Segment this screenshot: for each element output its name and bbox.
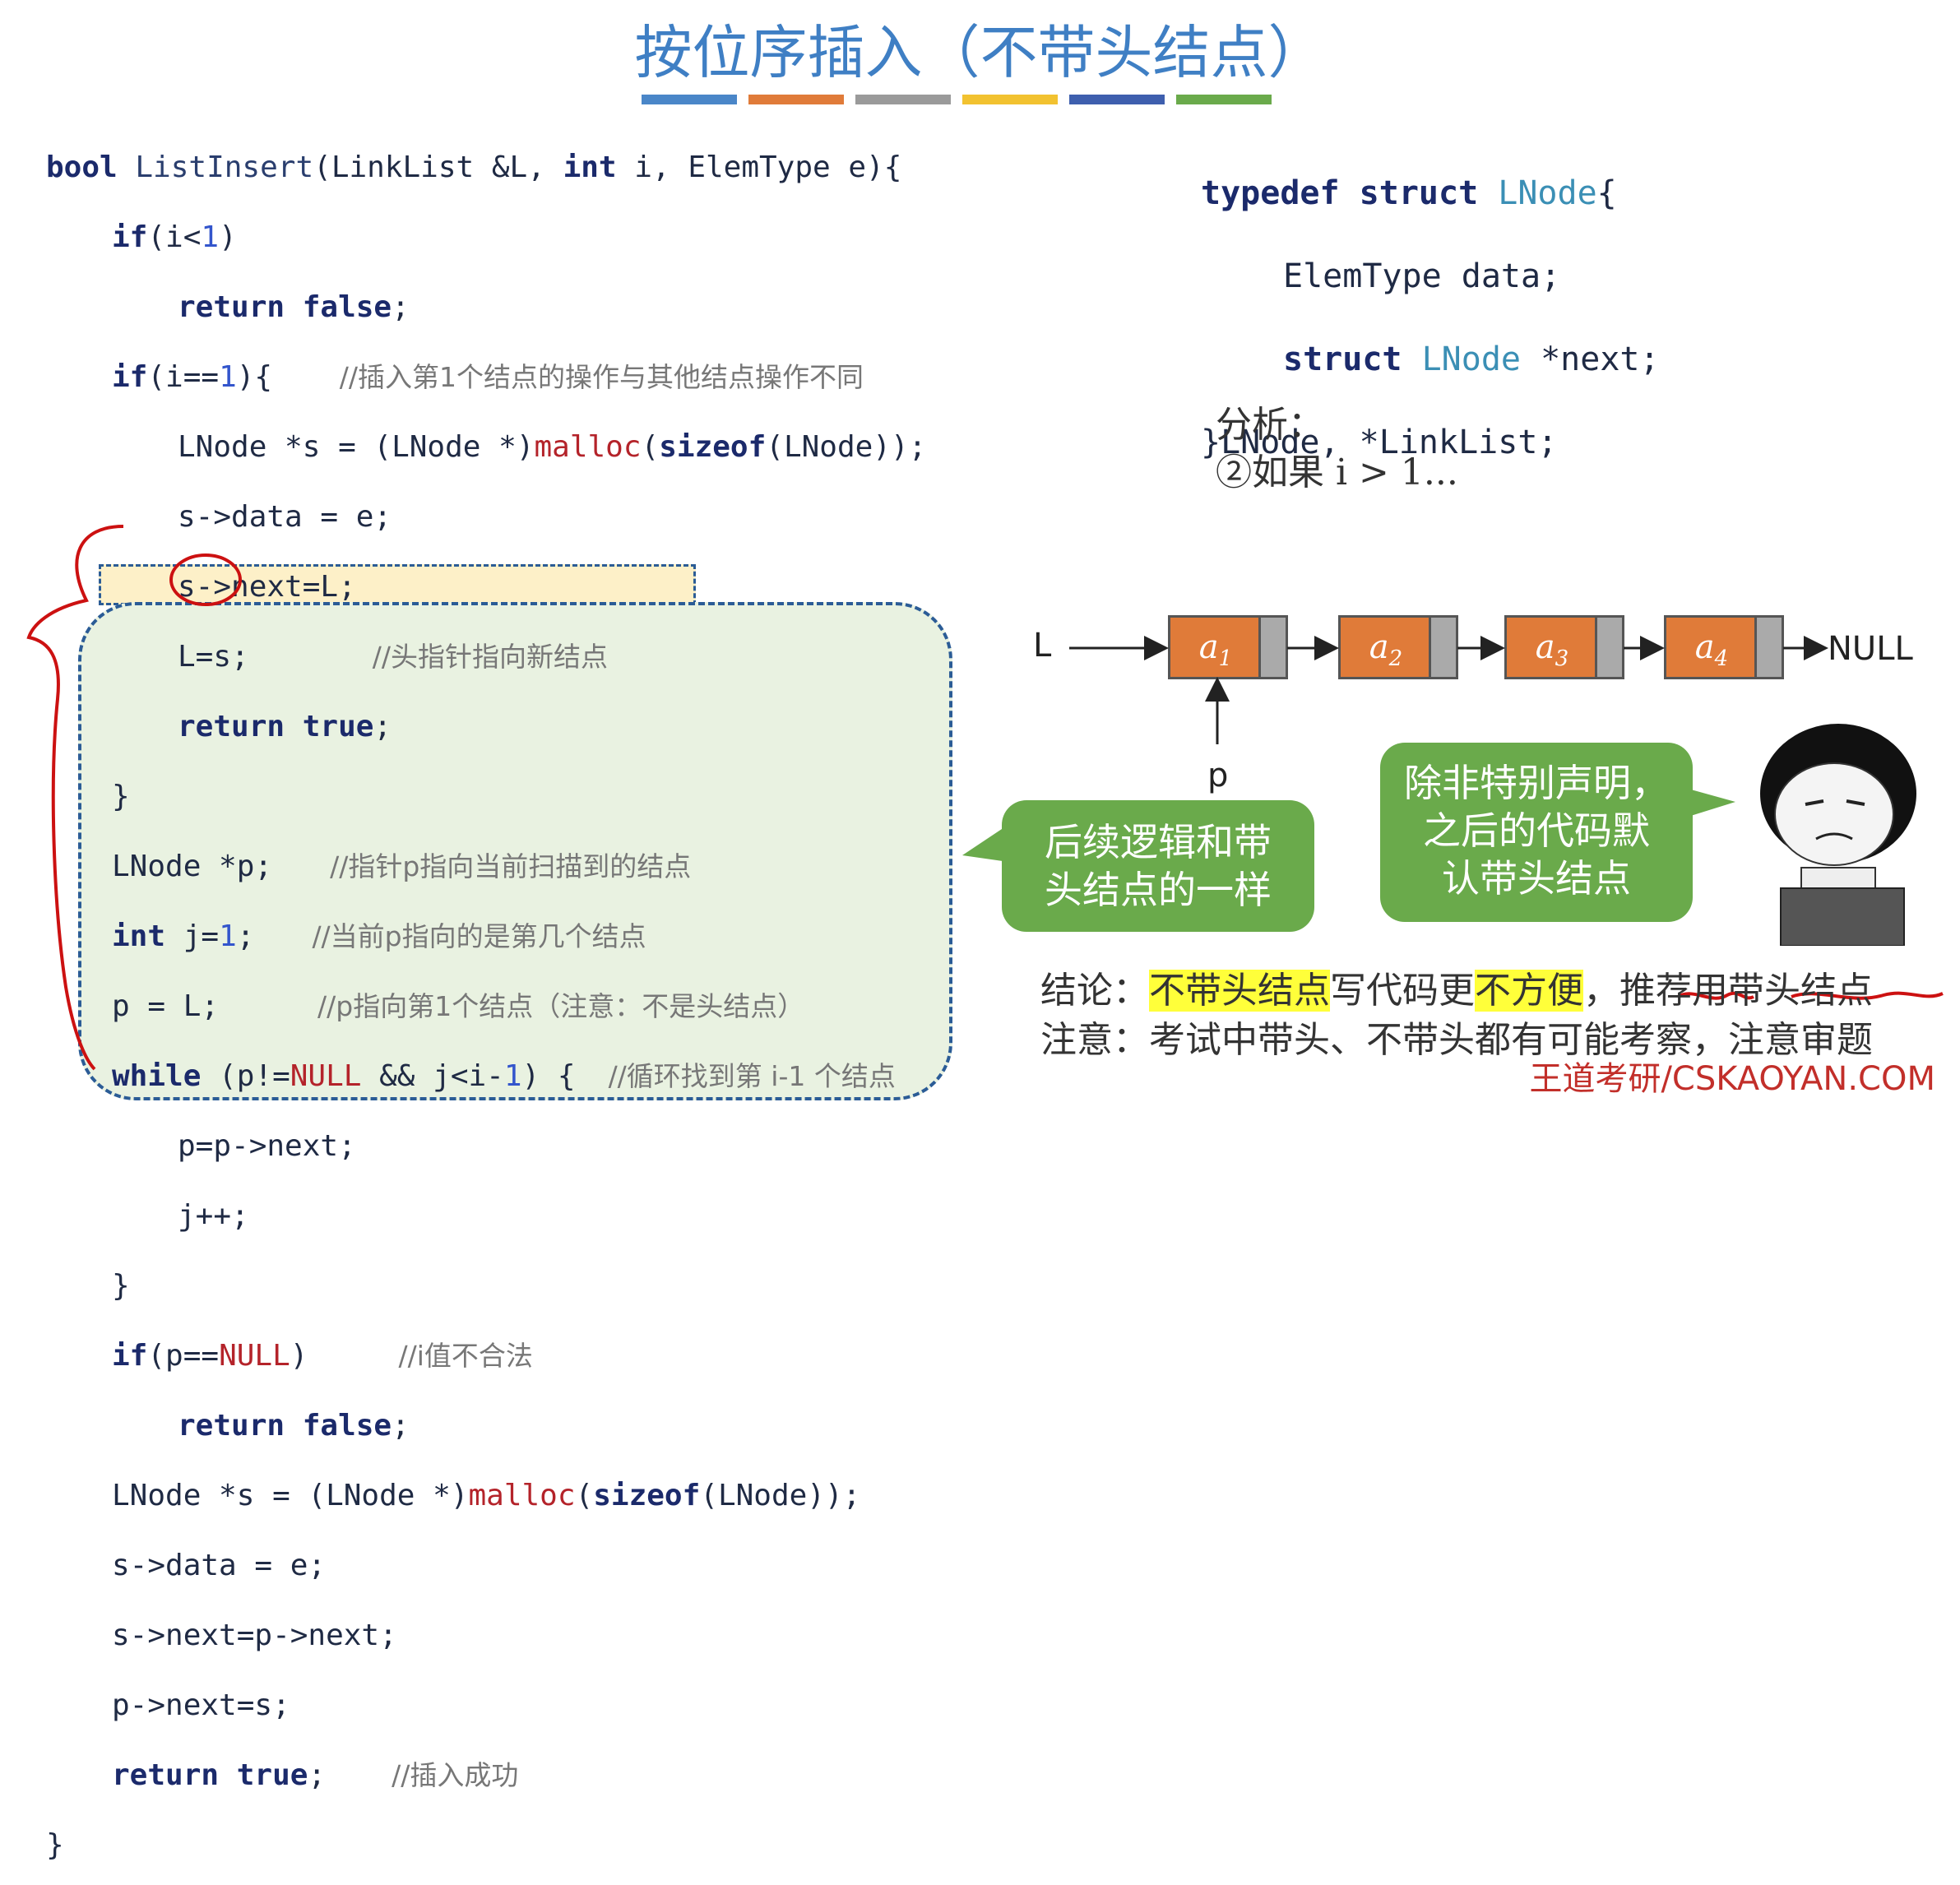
node-2-sub: 2: [1388, 646, 1403, 671]
list-arrows: [1069, 636, 1828, 744]
pointer-p-label: p: [1207, 757, 1229, 794]
node-1-sub: 1: [1218, 646, 1233, 671]
red-circle-j: [169, 553, 242, 606]
code-line-24: return true;//插入成功: [112, 1758, 519, 1792]
highlight-no-head: 不带头结点: [1149, 970, 1330, 1012]
typedef-line-4: }LNode, *LinkList;: [1201, 424, 1558, 461]
code-line-13: p = L;//p指向第1个结点（注意：不是头结点）: [112, 989, 805, 1023]
code-line-8: L=s;//头指针指向新结点: [178, 640, 608, 674]
null-label: NULL: [1828, 630, 1913, 668]
highlight-box-j: [99, 564, 696, 605]
analysis-item: ②如果 i > 1...: [1216, 452, 1458, 493]
code-line-3: return false;: [178, 290, 410, 324]
list-node-4: a4: [1664, 615, 1784, 679]
title-bar-navy: [1069, 95, 1165, 104]
bubble-right-line-2: 之后的代码默: [1423, 808, 1650, 853]
red-annotation: [26, 525, 1944, 1071]
code-line-12: int j=1;//当前p指向的是第几个结点: [112, 919, 646, 953]
red-underline-1: [1676, 991, 1754, 1000]
node-4-label: a: [1694, 628, 1715, 666]
list-node-2: a2: [1338, 615, 1458, 679]
title-bar-gray: [855, 95, 951, 104]
page-title: 按位序插入（不带头结点）: [634, 19, 1326, 86]
bubble-right-line-3: 认带头结点: [1442, 856, 1631, 901]
code-line-16: j++;: [178, 1199, 249, 1233]
code-line-18: if(p==NULL)//i值不合法: [112, 1339, 533, 1373]
code-line-4: if(i==1){ //插入第1个结点的操作与其他结点操作不同: [112, 360, 864, 394]
code-line-7: s->next=L;: [178, 570, 356, 604]
typedef-line-2: ElemType data;: [1283, 257, 1561, 295]
code-line-10: }: [112, 780, 130, 813]
code-line-19: return false;: [178, 1409, 410, 1443]
title-bar-orange: [748, 95, 844, 104]
bubble-left-line-1: 后续逻辑和带: [1045, 820, 1272, 864]
with-head-text: 带头结点: [1728, 970, 1873, 1012]
code-line-21: s->data = e;: [112, 1549, 327, 1582]
node-4-sub: 4: [1714, 646, 1729, 671]
bubble-left: 后续逻辑和带 头结点的一样: [1002, 800, 1314, 932]
title-bar-yellow: [962, 95, 1058, 104]
code-line-11: LNode *p;//指针p指向当前扫描到的结点: [112, 850, 692, 883]
code-line-25: }: [46, 1828, 64, 1862]
node-3-label: a: [1535, 628, 1555, 666]
conclusion-label: 结论：: [1040, 970, 1149, 1012]
red-brace-stroke: [26, 525, 124, 1071]
typedef-line-1: typedef struct LNode{: [1201, 174, 1617, 212]
code-line-1: bool ListInsert(LinkList &L, int i, Elem…: [46, 151, 902, 184]
node-2-label: a: [1369, 628, 1389, 666]
code-line-20: LNode *s = (LNode *)malloc(sizeof(LNode)…: [112, 1479, 861, 1512]
bubble-left-line-2: 头结点的一样: [1045, 868, 1272, 912]
list-node-1: a1: [1168, 615, 1288, 679]
cartoon-character-image: [1760, 724, 1916, 946]
bubble-right: 除非特别声明， 之后的代码默 认带头结点: [1380, 743, 1693, 922]
code-line-2: if(i<1): [112, 220, 237, 254]
conclusion-line: 结论：不带头结点写代码更不方便，推荐用带头结点: [1040, 970, 1873, 1012]
analysis-label: 分析：: [1216, 404, 1324, 446]
watermark: 王道考研/CSKAOYAN.COM: [1529, 1060, 1935, 1098]
highlight-inconvenient: 不方便: [1475, 970, 1583, 1012]
list-node-3: a3: [1504, 615, 1624, 679]
list-head-label: L: [1033, 627, 1052, 665]
node-1-label: a: [1198, 628, 1219, 666]
title-color-bars: [642, 95, 1275, 104]
node-3-sub: 3: [1555, 646, 1569, 671]
code-line-5: LNode *s = (LNode *)malloc(sizeof(LNode)…: [178, 430, 927, 464]
title-bar-green: [1176, 95, 1272, 104]
code-line-14: while (p!=NULL && j<i-1) {//循环找到第 i-1 个结…: [112, 1059, 896, 1093]
red-underline-2: [1791, 991, 1944, 1000]
code-line-23: p->next=s;: [112, 1688, 290, 1722]
bubble-right-line-1: 除非特别声明，: [1404, 761, 1669, 805]
green-region: [78, 602, 952, 1100]
typedef-line-3: struct LNode *next;: [1283, 340, 1660, 378]
attention-label: 注意：: [1040, 1019, 1149, 1061]
code-line-6: s->data = e;: [178, 500, 392, 534]
title-bar-blue: [642, 95, 737, 104]
code-line-9: return true;: [178, 710, 392, 743]
attention-line: 注意：考试中带头、不带头都有可能考察，注意审题: [1040, 1010, 1873, 1063]
code-line-22: s->next=p->next;: [112, 1619, 397, 1652]
bubble-tails: [962, 781, 1735, 864]
code-line-15: p=p->next;: [178, 1129, 356, 1163]
code-line-17: }: [112, 1269, 130, 1303]
attention-text: 考试中带头、不带头都有可能考察，注意审题: [1149, 1019, 1873, 1061]
recommend-text: 推荐: [1619, 970, 1692, 1012]
typedef-block: typedef struct LNode{ ElemType data; str…: [1201, 144, 1660, 509]
